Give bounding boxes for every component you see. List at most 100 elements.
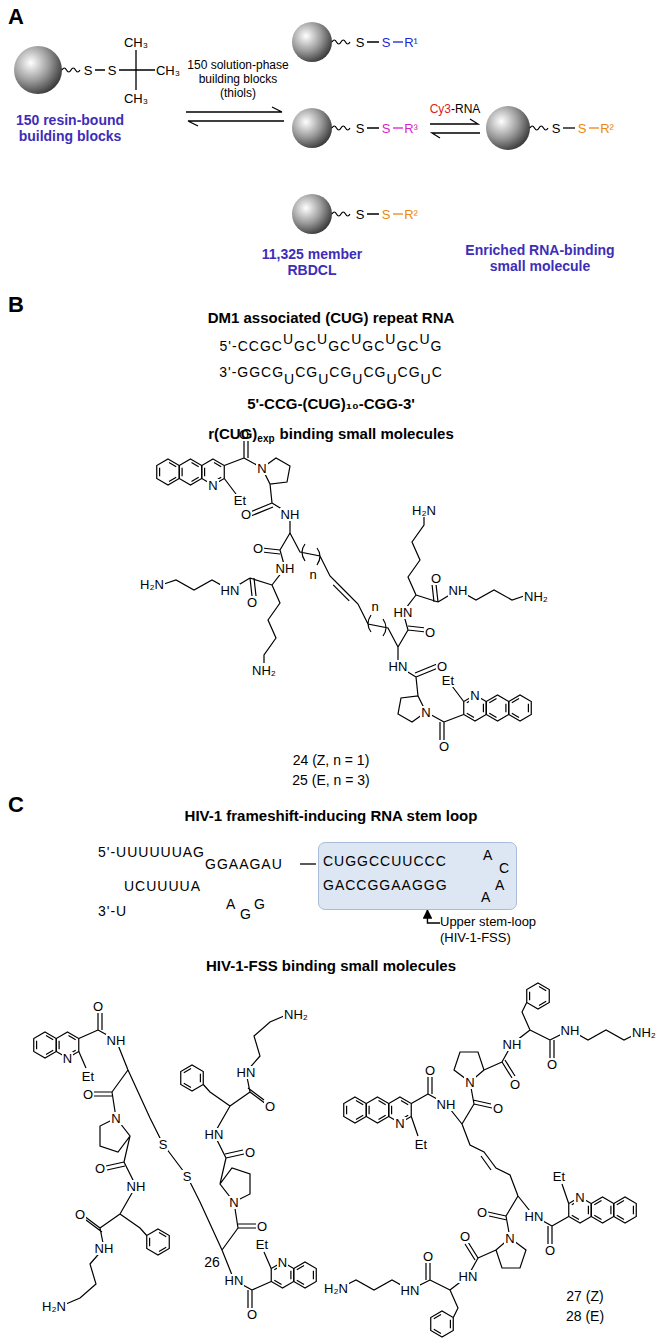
atom-label: H₂N — [411, 504, 437, 517]
atom-label: S — [577, 122, 588, 135]
atom-label: HN — [400, 1284, 421, 1297]
sequence-text: U — [318, 371, 329, 387]
atom-label: O — [424, 1064, 436, 1077]
sequence-text: G — [240, 906, 252, 922]
atom-label: CH₃ — [155, 64, 181, 77]
atom-label: S — [182, 1170, 193, 1183]
atom-label: S — [381, 208, 392, 221]
drawing-path — [393, 213, 403, 214]
atom-label: O — [492, 1102, 504, 1115]
atom-label: Et — [441, 674, 455, 687]
atom-label: O — [544, 1244, 556, 1257]
atom-label: n — [370, 600, 379, 613]
atom-label: O — [546, 1058, 558, 1071]
sequence-text: U — [386, 371, 397, 387]
drawing-use — [34, 1032, 57, 1058]
atom-label: O — [436, 660, 448, 673]
drawing-path — [186, 107, 284, 126]
drawing-circle — [14, 46, 62, 94]
drawing-circle — [486, 106, 530, 150]
atom-label: NH — [106, 1034, 127, 1047]
atom-label: R² — [403, 208, 419, 221]
drawing-use — [179, 459, 202, 485]
drawing-use — [332, 212, 350, 216]
sequence-text: A — [481, 889, 491, 905]
drawing-g — [157, 440, 344, 663]
subscript-text: exp — [257, 433, 274, 445]
sequence-text: C — [432, 364, 443, 380]
drawing-use — [62, 68, 80, 72]
atom-label: NH — [436, 1098, 457, 1111]
drawing-circle — [292, 194, 332, 234]
sequence-text: A — [226, 896, 236, 912]
atom-label: O — [92, 1000, 104, 1013]
scheme-caption: Enriched RNA-binding small molecule — [455, 242, 625, 274]
atom-label: N — [464, 1076, 475, 1089]
atom-label: O — [424, 626, 436, 639]
atom-label: O — [246, 596, 258, 609]
atom-label: NH — [275, 562, 296, 575]
drawing-use — [530, 126, 548, 130]
sequence-text: A — [495, 877, 505, 893]
drawing-path — [300, 863, 316, 864]
drawing-use — [366, 1097, 389, 1123]
scheme-caption: 150 resin-bound building blocks — [5, 112, 135, 144]
atom-label: CH₃ — [123, 36, 149, 49]
pointer-arrow — [427, 910, 440, 923]
sequence-text: GC — [294, 338, 317, 354]
atom-label: S — [355, 122, 366, 135]
drawing-use — [332, 40, 350, 44]
callout-text: Upper stem-loop (HIV-1-FSS) — [440, 914, 555, 945]
panel-letter: C — [8, 792, 24, 817]
atom-label: Et — [255, 1238, 269, 1251]
atom-label: H₂N — [41, 1300, 67, 1313]
compound-number: 27 (Z) — [566, 1288, 603, 1304]
atom-label: S — [355, 208, 366, 221]
drawing-path — [367, 42, 379, 214]
heading: HIV-1-FSS binding small molecules — [206, 957, 456, 974]
drawing-g — [344, 983, 632, 1160]
atom-label: HN — [393, 606, 414, 619]
sequence-text: U — [421, 371, 432, 387]
callout-label: Upper stem-loop (HIV-1-FSS) — [440, 914, 555, 945]
atom-label: N — [394, 1117, 405, 1130]
atom-label: NH — [280, 508, 301, 521]
atom-label: R³ — [403, 122, 419, 135]
atom-label: HN — [524, 1210, 545, 1223]
atom-label: NH — [502, 1038, 523, 1051]
atom-label: S — [158, 1138, 169, 1151]
sequence-text: CG — [398, 364, 421, 380]
sequence-text: U — [352, 371, 363, 387]
atom-label: NH — [560, 1024, 581, 1037]
heading: DM1 associated (CUG) repeat RNA — [208, 309, 455, 326]
drawing-path — [393, 41, 403, 42]
atom-label: NH — [94, 1242, 115, 1255]
atom-label: S — [355, 36, 366, 49]
drawing-use — [332, 126, 350, 130]
atom-label: Et — [552, 1170, 566, 1183]
drawing-path — [481, 1156, 491, 1170]
drawing-path — [393, 127, 403, 128]
heading: binding small molecules — [280, 425, 454, 442]
sequence-text: U — [284, 371, 295, 387]
drawing-use — [527, 983, 550, 1009]
compound-number: 24 (Z, n = 1) — [293, 752, 370, 768]
sequence-text: UCUUUUA — [124, 878, 201, 894]
atom-label: O — [509, 1078, 521, 1091]
atom-label: NH₂ — [283, 1008, 309, 1021]
atom-label: O — [82, 1088, 94, 1101]
compound-number: 28 (E) — [566, 1308, 604, 1324]
compound-number: 25 (E, n = 3) — [292, 772, 369, 788]
sequence-text: CG — [295, 364, 318, 380]
atom-label: O — [94, 1162, 106, 1175]
atom-label: O — [264, 1100, 276, 1113]
drawing-use — [344, 1097, 367, 1123]
sequence-text: CG — [363, 364, 386, 380]
atom-label: R¹ — [403, 36, 419, 49]
sequence-text: U — [385, 331, 396, 347]
atom-label: H₂N — [139, 578, 165, 591]
sequence-text: G — [254, 896, 266, 912]
